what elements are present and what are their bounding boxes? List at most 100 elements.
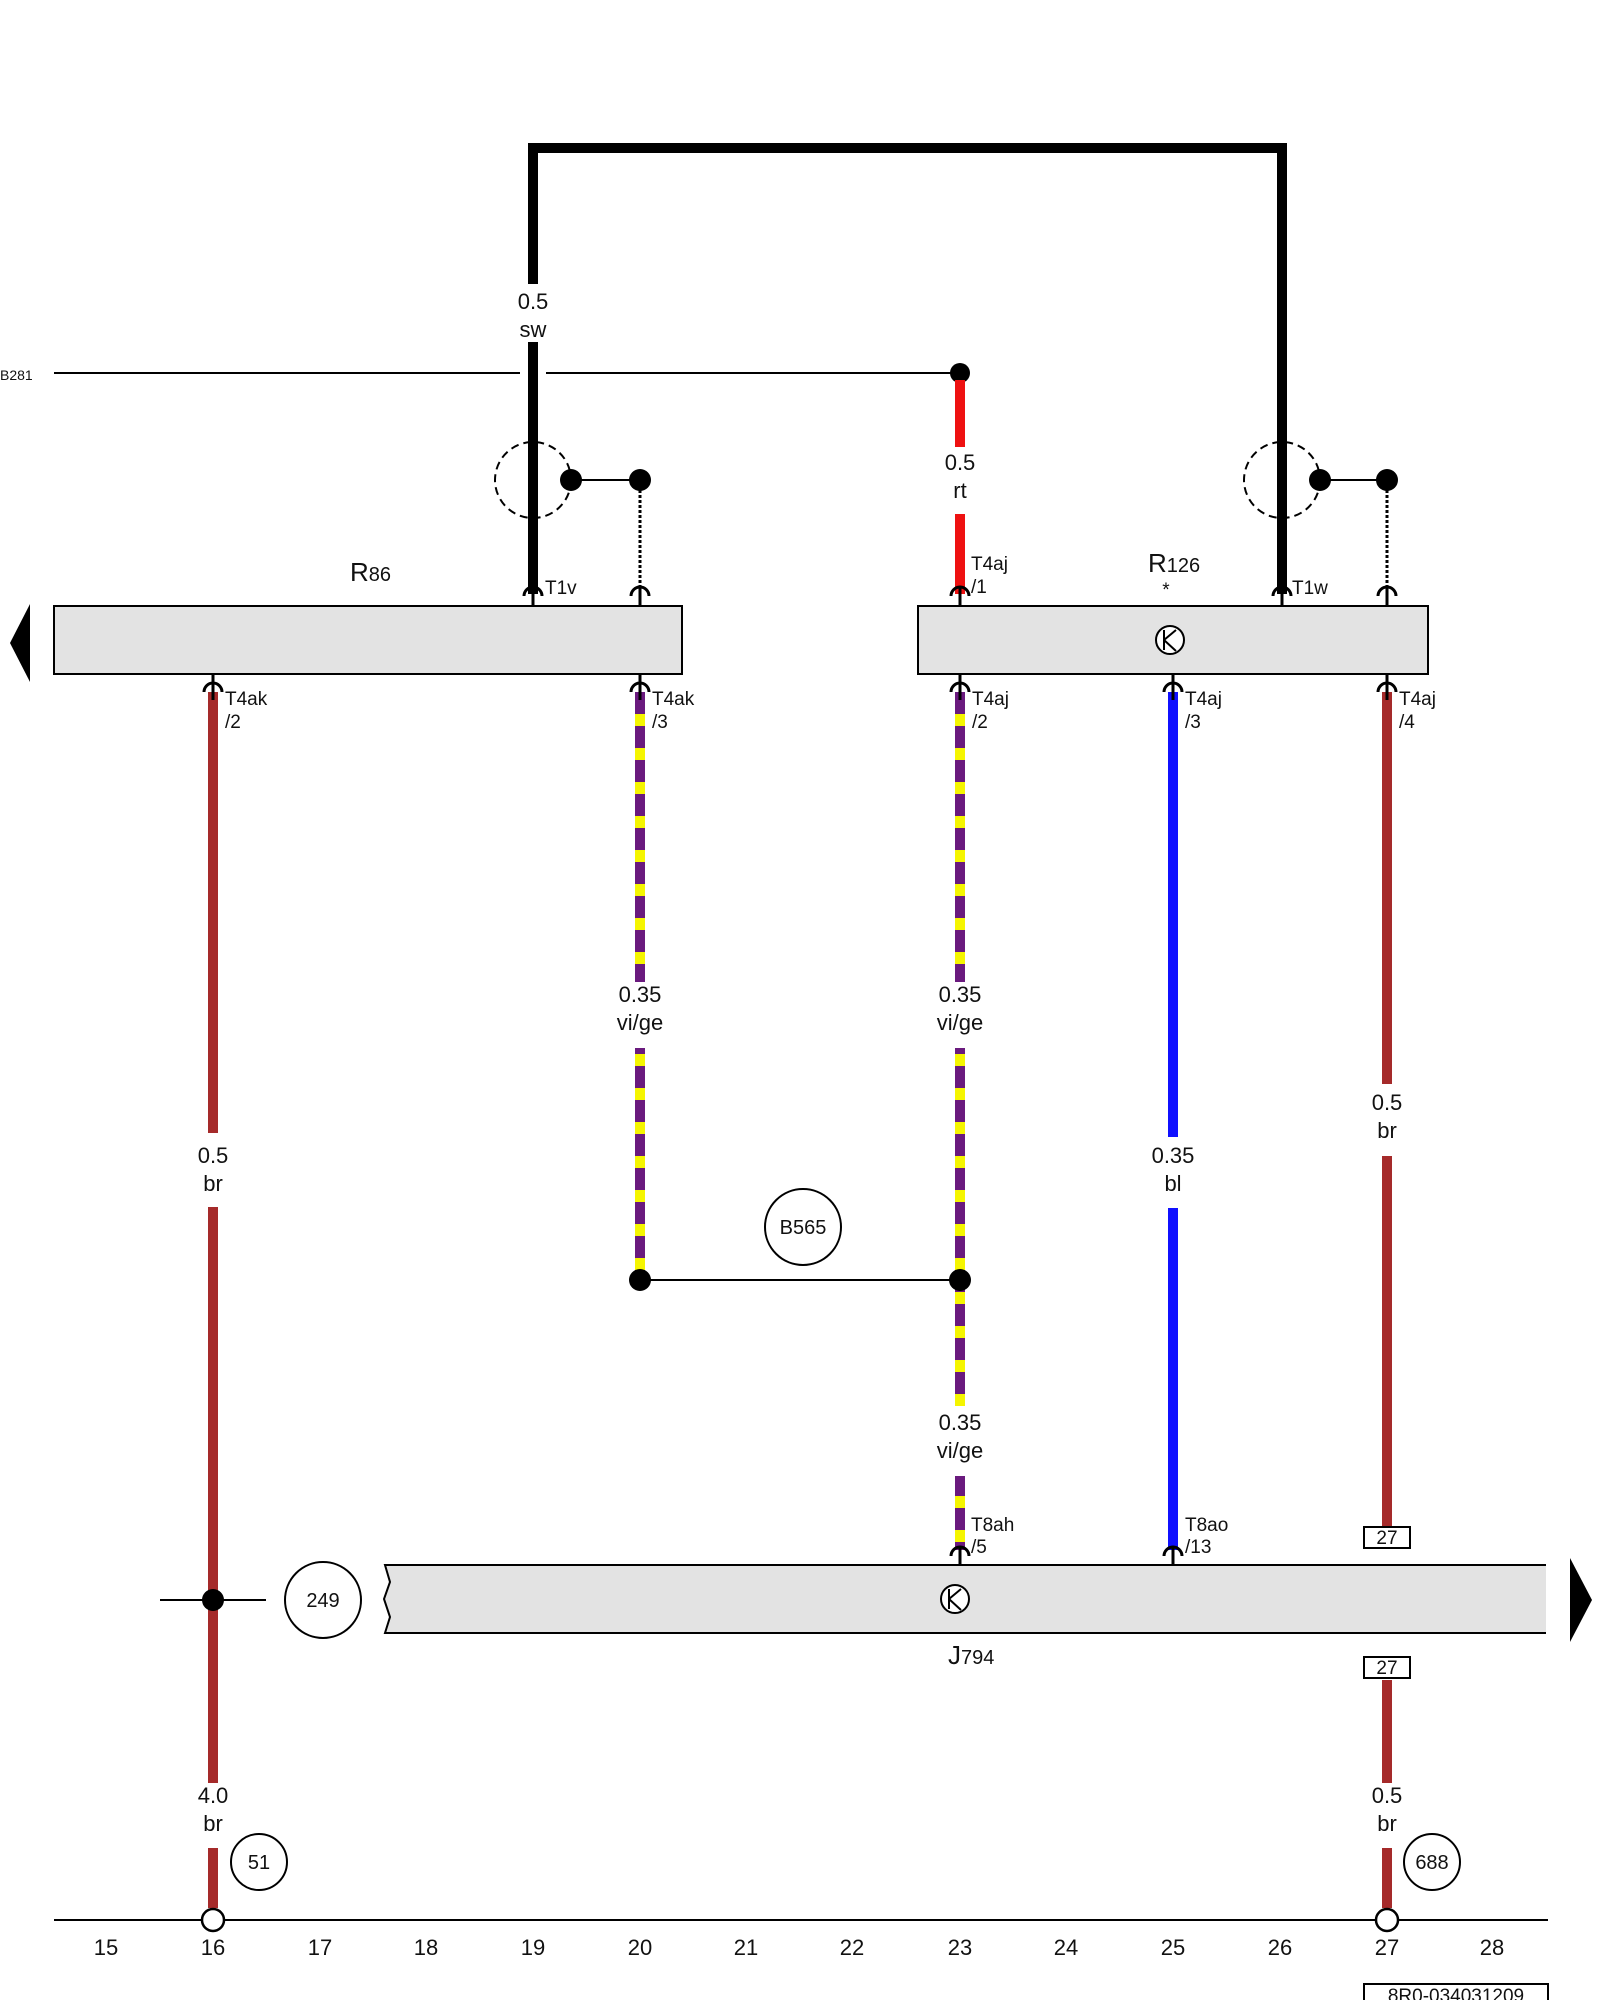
wire-bl-color: bl [1164,1171,1181,1196]
wire-vige23-lower-color: vi/ge [937,1438,983,1463]
shield-r86 [494,441,651,594]
pin-t4aj3-num: /3 [1185,712,1201,733]
wire-sw-color: sw [520,317,547,342]
doc-id-label: 8R0-034031209 [1388,1986,1524,2000]
column-number: 20 [628,1935,652,1960]
column-number: 17 [308,1935,332,1960]
ground-bus [54,1907,1548,1933]
pin-t4ak2-name: T4ak [225,689,268,710]
column-number: 18 [414,1935,438,1960]
column-number: 27 [1375,1935,1399,1960]
wire-vige23-lower-gauge: 0.35 [939,1410,982,1435]
column-number: 28 [1480,1935,1504,1960]
wire-br27-ground-color: br [1377,1811,1397,1836]
component-j794: J794 [382,1558,1592,1670]
ref-circle-51: 51 [230,1833,288,1891]
ref-51: 51 [248,1852,270,1874]
wire-br16-color: br [203,1171,223,1196]
pin-t8ao13-name: T8ao [1185,1515,1228,1536]
pin-t4aj1-name: T4aj [971,554,1008,575]
wire-rt: 0.5 rt [945,380,976,594]
pin-t4aj1-num: /1 [971,577,987,598]
box-27-bottom-label: 27 [1376,1658,1397,1679]
wire-br27-color: br [1377,1118,1397,1143]
wire-br-27: 0.5 br 0.5 br 27 27 [1363,692,1411,1908]
splice-249-dot [202,1589,224,1611]
wire-sw-gauge: 0.5 [518,289,549,314]
ref-249: 249 [306,1590,339,1612]
b281-line: B281 [0,355,970,392]
r86-label: R [350,557,369,587]
wire-sw-shield: 0.5 sw [506,143,1287,594]
box-27-top [1363,1526,1411,1549]
wire-bl-gauge: 0.35 [1152,1143,1195,1168]
pin-labels: T1v T1w T4aj /1 T4ak /2 T4ak /3 T4aj /2 … [225,554,1436,1558]
continue-right-arrow [1570,1558,1592,1642]
b281-junction-dot [950,363,970,383]
column-number: 19 [521,1935,545,1960]
pin-t4aj2-name: T4aj [972,689,1009,710]
b565-junction: B565 [629,1188,971,1291]
r86-number: 86 [369,564,391,586]
pin-t4aj2-num: /2 [972,712,988,733]
column-number: 15 [94,1935,118,1960]
svg-text:R86: R86 [350,557,391,587]
pin-t1w: T1w [1292,578,1328,599]
j794-number: 794 [961,1647,994,1669]
r126-star: * [1162,580,1170,601]
component-r86: R86 [10,557,683,682]
svg-text:J794: J794 [948,1640,994,1670]
ground-point-16 [200,1907,226,1933]
column-numbers: 15 16 17 18 19 20 21 22 23 24 25 26 27 2… [94,1935,1504,1960]
shield-r126 [1243,441,1398,594]
b565-circle [764,1188,842,1266]
wire-vige20-color: vi/ge [617,1010,663,1035]
r126-label: R [1148,548,1167,578]
wire-vige20-gauge: 0.35 [619,982,662,1007]
pin-t8ao13-num: /13 [1185,1537,1211,1558]
document-id: 8R0-034031209 [1363,1983,1549,2005]
column-number: 26 [1268,1935,1292,1960]
pin-t4aj4-num: /4 [1399,712,1415,733]
wire-vige-23: 0.35 vi/ge 0.35 vi/ge [937,692,983,1550]
column-number: 24 [1054,1935,1078,1960]
wire-br16-ground-gauge: 4.0 [198,1783,229,1808]
wire-br27-gauge: 0.5 [1372,1090,1403,1115]
column-number: 22 [840,1935,864,1960]
wire-br16-gauge: 0.5 [198,1143,229,1168]
r126-number: 126 [1167,555,1200,577]
ref-circle-688: 688 [1403,1833,1461,1891]
box-27-top-label: 27 [1376,1528,1397,1549]
pin-t1v: T1v [545,578,577,599]
column-number: 23 [948,1935,972,1960]
wire-br-16: 0.5 br 4.0 br [160,692,266,1908]
pin-t4ak3-num: /3 [652,712,668,733]
pin-t4ak2-num: /2 [225,712,241,733]
column-number: 16 [201,1935,225,1960]
continue-left-arrow [10,604,30,682]
svg-text:R126: R126 [1148,548,1200,578]
ref-circle-249: 249 [284,1561,362,1639]
j794-label: J [948,1640,961,1670]
wire-rt-gauge: 0.5 [945,450,976,475]
wire-vige23-upper-gauge: 0.35 [939,982,982,1007]
wire-vige-20: 0.35 vi/ge [617,692,663,1280]
pin-t8ah5-name: T8ah [971,1515,1014,1536]
pin-t4ak3-name: T4ak [652,689,695,710]
wire-bl-25: 0.35 bl [1152,692,1195,1550]
wire-vige23-upper-color: vi/ge [937,1010,983,1035]
column-number: 25 [1161,1935,1185,1960]
pin-symbols [202,585,1398,1565]
ref-b281: B281 [0,367,33,383]
ground-point-27 [1374,1907,1400,1933]
wire-br27-ground-gauge: 0.5 [1372,1783,1403,1808]
component-r126: R126 * [917,548,1429,675]
r126-transistor-icon [1155,625,1185,655]
pin-t4aj4-name: T4aj [1399,689,1436,710]
j794-transistor-icon [940,1584,970,1614]
pin-t4aj3-name: T4aj [1185,689,1222,710]
pin-t8ah5-num: /5 [971,1537,987,1558]
wire-rt-color: rt [953,478,966,503]
